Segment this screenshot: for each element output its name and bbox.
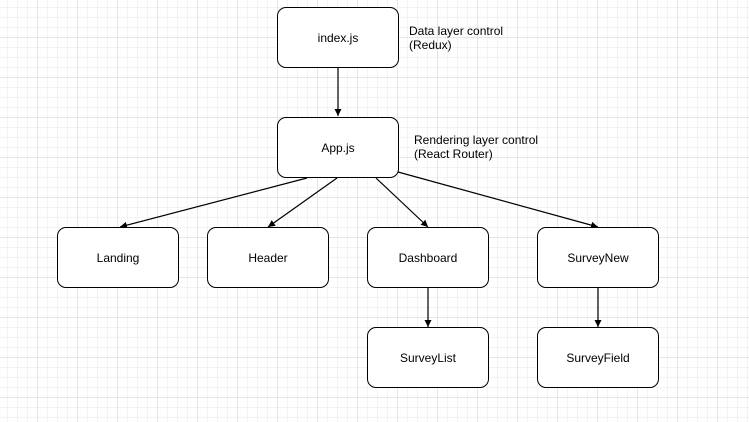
edge-app-to-surveynew [397, 171, 599, 229]
node-label: Landing [96, 250, 140, 265]
edge-app-to-dashboard [375, 177, 429, 228]
node-label: SurveyNew [567, 250, 629, 265]
node-index-js[interactable]: index.js [277, 7, 399, 68]
node-label: Header [248, 250, 288, 265]
node-label: Dashboard [398, 250, 458, 265]
note-line: (React Router) [414, 147, 493, 161]
edge-app-to-landing [119, 177, 308, 229]
node-dashboard[interactable]: Dashboard [367, 227, 489, 288]
note-data-layer: Data layer control (Redux) [409, 24, 503, 52]
node-label: SurveyList [399, 350, 457, 365]
note-line: Data layer control [409, 24, 504, 38]
node-surveynew[interactable]: SurveyNew [537, 227, 659, 288]
node-label: App.js [321, 140, 355, 155]
note-line: (Redux) [409, 38, 452, 52]
node-app-js[interactable]: App.js [277, 117, 399, 178]
edge-app-to-header [267, 177, 338, 228]
note-rendering-layer: Rendering layer control (React Router) [414, 133, 538, 161]
node-landing[interactable]: Landing [57, 227, 179, 288]
node-surveylist[interactable]: SurveyList [367, 327, 489, 388]
node-label: index.js [317, 30, 359, 45]
note-line: Rendering layer control [414, 133, 539, 147]
node-label: SurveyField [566, 350, 630, 365]
node-header[interactable]: Header [207, 227, 329, 288]
node-surveyfield[interactable]: SurveyField [537, 327, 659, 388]
